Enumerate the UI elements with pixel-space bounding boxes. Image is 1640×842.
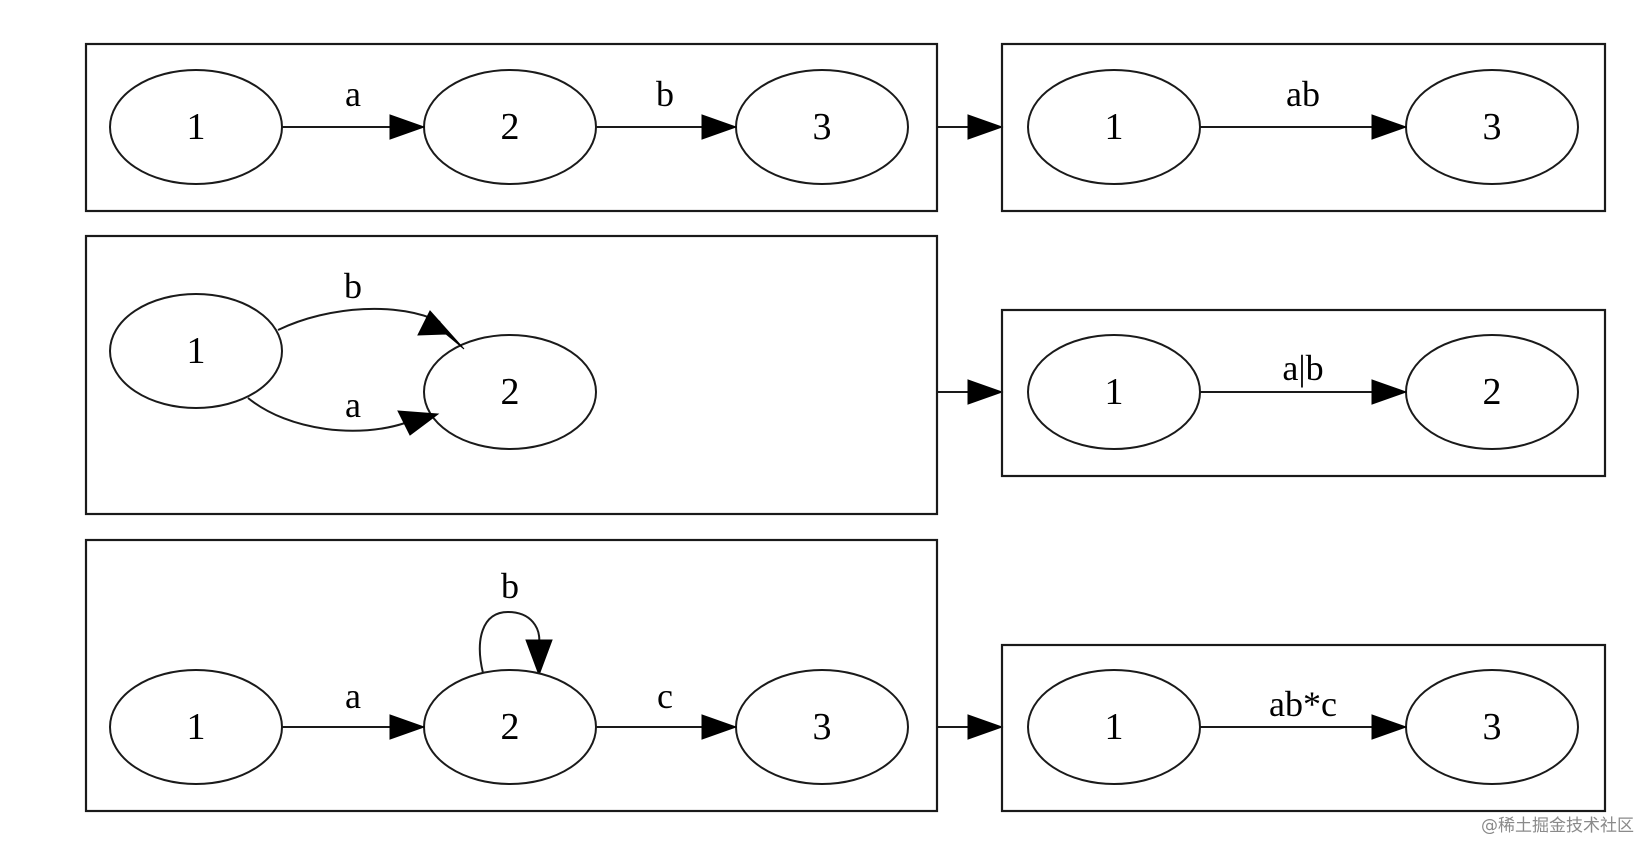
row-3-after-box (1000, 643, 1607, 813)
row-1-transform-arrowhead (967, 114, 1004, 140)
row-2: 1 2 b a 1 2 a|b (84, 234, 1607, 516)
row-3: 1 b 2 3 a c 1 3 ab*c (84, 538, 1607, 813)
row-2-before-edge-a (247, 397, 406, 432)
row-1-before-edge-1-2-label: a (345, 74, 361, 114)
row-2-before-node-2-label: 2 (501, 371, 520, 413)
row-3-transform-arrowhead (967, 714, 1004, 740)
row-1-before-node-2-label: 2 (501, 106, 520, 148)
row-2-before-node-1 (109, 293, 283, 409)
row-2-before-edge-b-arrowhead (417, 310, 465, 350)
row-3-before-box (84, 538, 939, 813)
row-2-before-node-2 (423, 334, 597, 450)
row-1-before-edge-1-2-arrowhead (389, 114, 426, 140)
row-3-after-node-1-label: 1 (1105, 706, 1124, 748)
row-2-before-edge-b-label: b (344, 266, 362, 306)
row-3-before-edge-self-loop-arrowhead (525, 639, 553, 677)
row-1-before-edge-2-3-arrowhead (701, 114, 738, 140)
row-2-before-edge-a-arrowhead (397, 410, 440, 436)
row-3-after-edge-1-3-arrowhead (1371, 714, 1408, 740)
row-2-before-edge-a-label: a (345, 385, 361, 425)
row-3-before-node-2-label: 2 (501, 706, 520, 748)
row-2-before-edge-b (277, 307, 441, 331)
row-1-after-box (1000, 42, 1607, 213)
row-1-after-node-1-label: 1 (1105, 106, 1124, 148)
row-3-before-node-3-label: 3 (813, 706, 832, 748)
row-1-after-edge-1-3-label: ab (1286, 74, 1320, 114)
row-2-after-box (1000, 308, 1607, 478)
row-2-after-node-1-label: 1 (1105, 371, 1124, 413)
row-1: 1 2 3 a b 1 3 ab (84, 42, 1607, 213)
row-3-before-edge-1-2-label: a (345, 676, 361, 716)
row-3-before-edge-2-3-arrowhead (701, 714, 738, 740)
row-2-after-edge-1-2-label: a|b (1282, 348, 1323, 388)
row-1-before-edge-2-3-label: b (656, 74, 674, 114)
row-1-after-edge-1-3-arrowhead (1371, 114, 1408, 140)
row-2-before-box (84, 234, 939, 516)
row-3-before-edge-self-loop-label: b (501, 566, 519, 606)
row-2-transform-arrowhead (967, 379, 1004, 405)
row-3-before-edge-self-loop (478, 610, 541, 674)
row-1-before-node-1-label: 1 (187, 106, 206, 148)
row-3-before-edge-1-2-arrowhead (389, 714, 426, 740)
watermark: @稀土掘金技术社区 (1481, 816, 1634, 836)
row-2-before-node-1-label: 1 (187, 330, 206, 372)
row-3-after-edge-1-3-label: ab*c (1269, 684, 1337, 724)
row-1-after-node-3-label: 3 (1483, 106, 1502, 148)
row-2-after-edge-1-2-arrowhead (1371, 379, 1408, 405)
row-3-before-edge-2-3-label: c (657, 676, 673, 716)
row-3-after-node-3-label: 3 (1483, 706, 1502, 748)
row-1-before-node-3-label: 3 (813, 106, 832, 148)
row-3-before-node-1-label: 1 (187, 706, 206, 748)
row-2-after-node-2-label: 2 (1483, 371, 1502, 413)
